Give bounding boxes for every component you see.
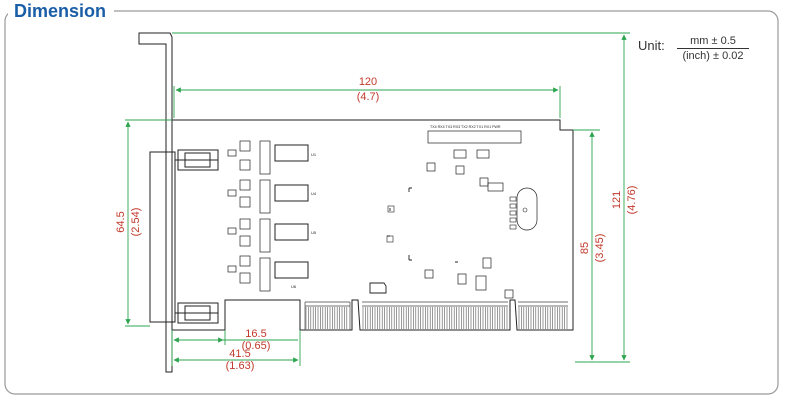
dim-120-inch: (4.7) (357, 91, 380, 103)
dim-41-5-mm: 41.5 (229, 348, 250, 360)
dim-85-mm: 85 (579, 242, 591, 254)
dim-16-5-mm: 16.5 (245, 328, 266, 340)
led-header (427, 130, 522, 144)
ic-label-u1: U1 (311, 152, 317, 157)
dimension-lines (125, 32, 630, 366)
ic-u6 (274, 261, 309, 279)
ic-u4 (274, 184, 309, 202)
ic-label-u6: U6 (291, 284, 297, 289)
unit-label: Unit: (638, 38, 665, 53)
section-title-wrap: Dimension (8, 0, 115, 22)
dim-41-5-inch: (1.63) (226, 360, 255, 372)
pcb-labels: U1 U4 U5 U6 TX4 RX4 TX3 RX3 TX2 RX2 TX1 … (291, 125, 501, 289)
mounting-bracket (138, 32, 173, 373)
dim-85-inch: (3.45) (594, 234, 606, 263)
dim-16-5-inch: (0.65) (242, 340, 271, 352)
ic-u5 (274, 223, 309, 241)
ic-label-u5: U5 (311, 230, 317, 235)
unit-denominator: (inch) ± 0.02 (682, 50, 744, 62)
db-connector (149, 151, 176, 323)
card-drawing (138, 32, 574, 373)
unit-fraction: mm ± 0.5 (inch) ± 0.02 (677, 35, 749, 62)
dim-121-mm: 121 (611, 191, 623, 209)
dim-64-5-mm: 64.5 (115, 211, 127, 232)
ic-label-u4: U4 (311, 191, 317, 196)
dimension-text: 120 (4.7) 121 (4.76) 85 (3.45) 64.5 (2.5… (115, 76, 638, 372)
unit-numerator: mm ± 0.5 (677, 35, 749, 49)
dim-64-5-inch: (2.54) (130, 208, 142, 237)
section-frame (4, 10, 779, 395)
header-label: TX4 RX4 TX3 RX3 TX2 RX2 TX1 RX1 PWR (430, 125, 501, 129)
gold-fingers (304, 301, 568, 330)
section-title: Dimension (14, 1, 107, 21)
pcb-outline (172, 119, 574, 331)
dim-120-mm: 120 (359, 76, 377, 88)
ic-u1 (274, 144, 309, 162)
dim-121-inch: (4.76) (626, 186, 638, 215)
